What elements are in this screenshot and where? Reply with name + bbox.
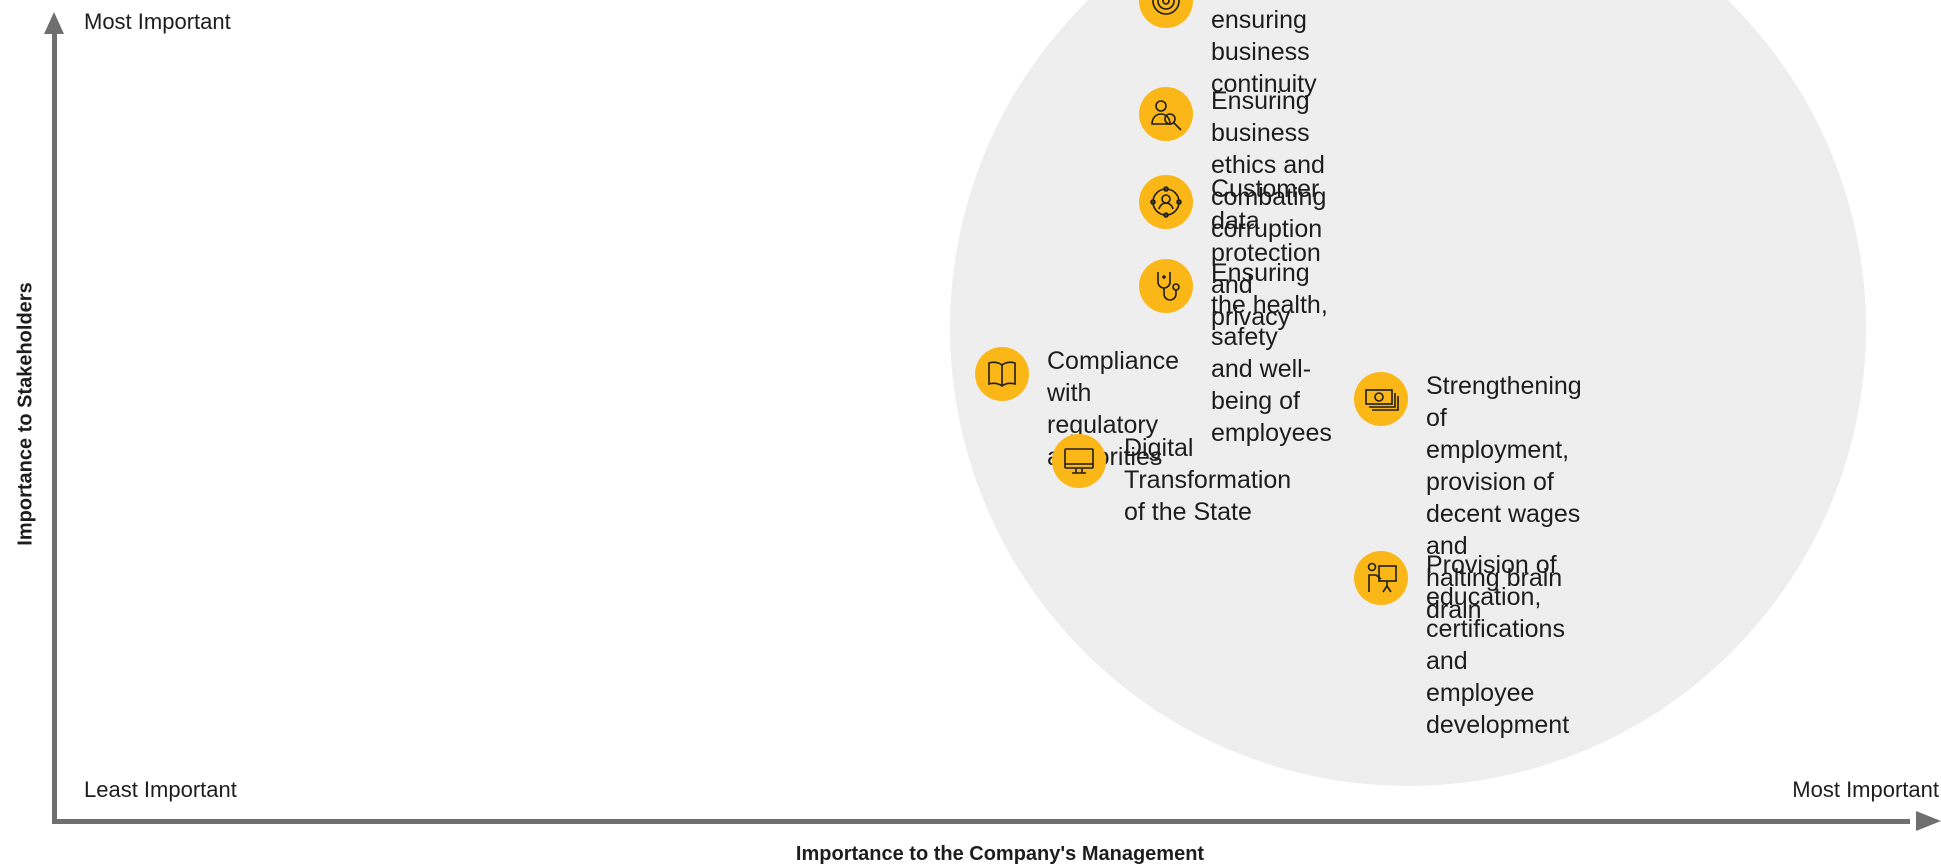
x-axis-line [52, 819, 1910, 824]
topic-label: Digital Transformation of the State [1124, 434, 1292, 526]
y-axis-arrow-icon [44, 12, 64, 34]
y-axis-top-label: Most Important [84, 9, 231, 34]
stethoscope-icon [1139, 259, 1193, 313]
banknotes-icon [1354, 372, 1408, 426]
x-axis-title: Importance to the Company's Management [795, 843, 1205, 865]
topic-label: Customer data protection and privacy [1211, 175, 1321, 331]
data-protection-icon [1139, 175, 1193, 229]
person-magnifier-icon [1139, 87, 1193, 141]
y-axis-title: Importance to Stakeholders [14, 282, 37, 546]
presenter-icon [1354, 551, 1408, 605]
topic-label: Ensuring business ethics and combating c… [1211, 87, 1327, 243]
material-topics-bubble [950, 0, 1866, 786]
book-icon [975, 347, 1029, 401]
topic-label: Strengthening of employment, provision o… [1426, 372, 1582, 624]
monitor-icon [1052, 434, 1106, 488]
topic-label: and ensuring business continuity [1211, 0, 1317, 98]
x-axis-start-label: Least Important [84, 777, 237, 802]
topic-label: Provision of education, certifications a… [1426, 551, 1570, 739]
y-axis-line [52, 28, 57, 824]
x-axis-arrow-icon [1916, 811, 1941, 831]
x-axis-end-label: Most Important [1792, 777, 1939, 802]
topic-label: Ensuring the health, safety and well-bei… [1211, 259, 1332, 447]
